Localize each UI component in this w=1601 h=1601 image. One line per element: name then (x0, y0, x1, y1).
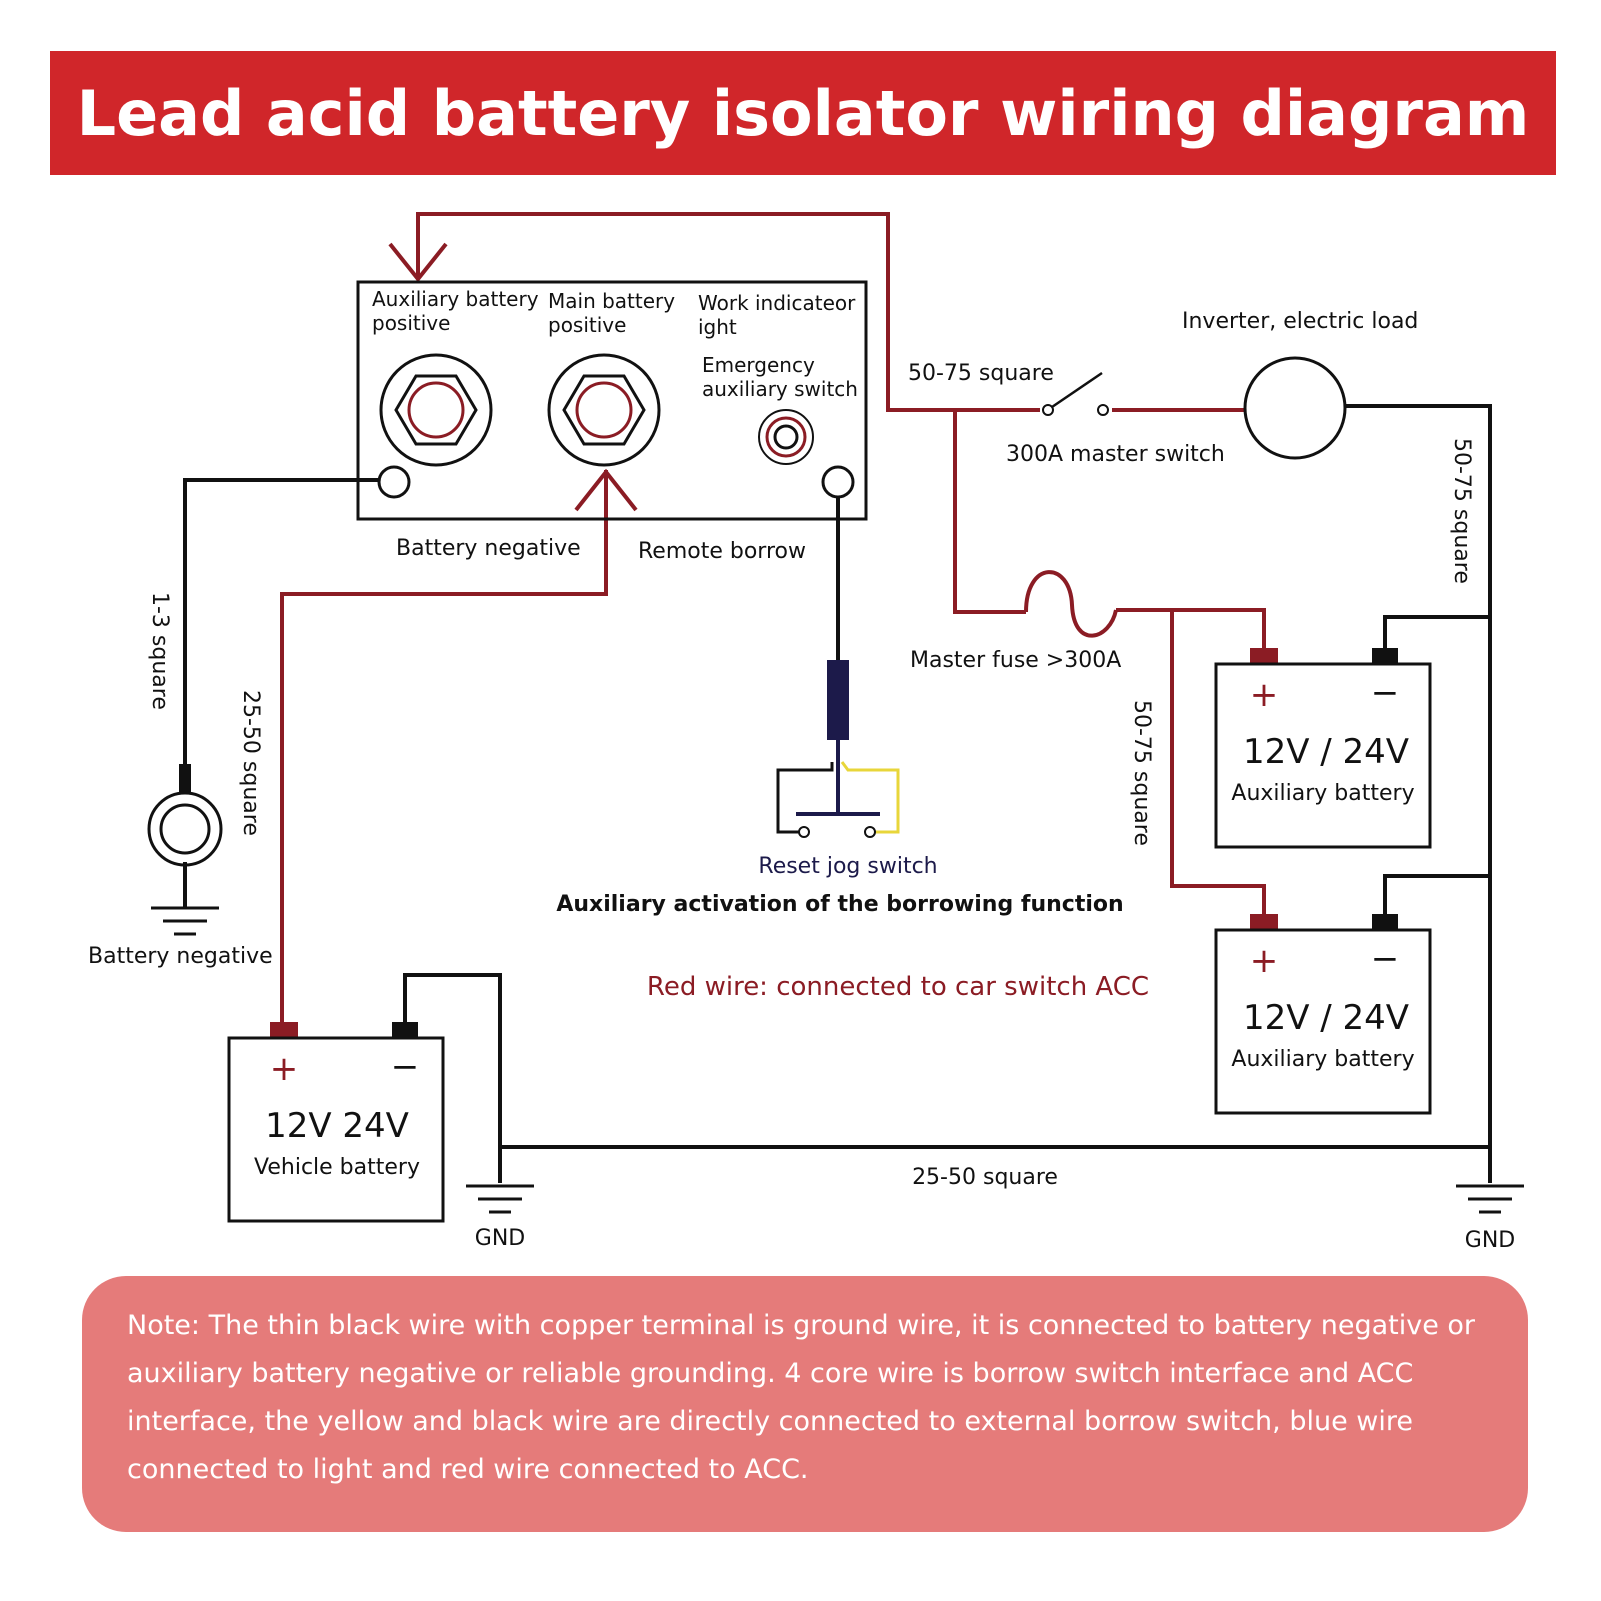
master-switch-lever (1051, 371, 1103, 409)
wire-bus-to-fuse (953, 410, 1026, 614)
master-fuse-label: Master fuse >300A (910, 648, 1121, 673)
aux1-battery-case (1214, 662, 1432, 849)
wire-size-label-left: 25-50 square (238, 690, 263, 836)
wire-size-label-right: 50-75 square (1449, 438, 1474, 584)
aux-positive-nut-icon (394, 374, 478, 446)
battery-negative-terminal-label: Battery negative (396, 536, 581, 561)
aux-positive-label-1: Auxiliary battery (372, 287, 539, 311)
emergency-switch-core-icon (773, 424, 799, 450)
title-banner: Lead acid battery isolator wiring diagra… (50, 51, 1556, 175)
work-indicator-label-1: Work indicateor (698, 291, 856, 315)
wire-fuse-to-aux2 (1170, 610, 1266, 916)
remote-borrow-terminal (821, 465, 855, 499)
auxiliary-battery-1: + − 12V / 24V Auxiliary battery (1214, 648, 1432, 849)
vehicle-voltage: 12V 24V (265, 1106, 409, 1146)
main-positive-label-1: Main battery (548, 289, 675, 313)
emergency-switch-label-2: auxiliary switch (702, 377, 858, 401)
gnd-right-label: GND (1465, 1228, 1515, 1253)
emergency-switch-ring-icon (765, 416, 807, 458)
aux2-plus-sign: + (1250, 941, 1279, 981)
battery-negative-terminal (377, 465, 411, 499)
main-positive-stud-icon (575, 381, 633, 439)
master-switch (1042, 371, 1109, 416)
main-positive-nut-icon (562, 374, 646, 446)
aux1-name: Auxiliary battery (1231, 781, 1414, 806)
master-switch-contact-left (1042, 404, 1054, 416)
vehicle-minus-sign: − (391, 1047, 420, 1087)
inverter-load-icon (1243, 356, 1347, 460)
emergency-switch-label-1: Emergency (702, 353, 815, 377)
wire-fuse-to-aux1 (1116, 608, 1266, 650)
vehicle-plus-sign: + (270, 1049, 299, 1089)
wire-size-label-mid: 50-75 square (1129, 700, 1154, 846)
emergency-switch-button-icon (758, 409, 814, 465)
aux2-battery-case (1214, 928, 1432, 1115)
gnd-left-label: GND (475, 1226, 525, 1251)
jog-switch-contact-right (864, 826, 876, 838)
wire-size-label-top: 50-75 square (908, 361, 1054, 386)
wire-vehicle-negative-to-gnd (403, 973, 502, 1183)
gnd-right-icon (1456, 1184, 1524, 1214)
master-switch-contact-right (1097, 404, 1109, 416)
wire-ground-terminal (183, 478, 394, 770)
aux2-minus-sign: − (1371, 939, 1400, 979)
black-wires (183, 404, 1492, 1183)
main-positive-label-2: positive (548, 313, 626, 337)
vehicle-positive-post (270, 1022, 298, 1038)
ground-electrode-inner-icon (159, 803, 211, 855)
aux1-negative-post (1372, 648, 1398, 664)
jog-switch-yellow-lead (840, 761, 900, 834)
aux2-voltage: 12V / 24V (1243, 998, 1409, 1038)
page-title: Lead acid battery isolator wiring diagra… (76, 76, 1530, 150)
work-indicator-label-2: ight (698, 315, 737, 339)
aux-positive-stud-icon (407, 381, 465, 439)
red-wires (280, 212, 1266, 1022)
remote-borrow-label: Remote borrow (638, 539, 806, 564)
aux1-plus-sign: + (1250, 675, 1279, 715)
ground-electrode (147, 764, 223, 936)
jog-switch-black-lead (776, 762, 834, 834)
aux1-positive-post (1250, 648, 1278, 664)
aux2-positive-post (1250, 914, 1278, 930)
vehicle-battery: + − 12V 24V Vehicle battery (227, 1022, 445, 1223)
wire-inverter-to-right-bus (1346, 404, 1492, 1147)
inverter-label: Inverter, electric load (1182, 309, 1418, 334)
main-positive-terminal (547, 353, 661, 467)
ground-battery-negative-label: Battery negative (88, 944, 273, 969)
master-fuse-symbol (1024, 570, 1118, 638)
ground-electrode-lug (179, 764, 191, 794)
aux-positive-label-2: positive (372, 311, 450, 335)
wire-size-label-ground: 1-3 square (147, 592, 172, 710)
aux1-voltage: 12V / 24V (1243, 732, 1409, 772)
auxiliary-battery-2: + − 12V / 24V Auxiliary battery (1214, 914, 1432, 1115)
wire-right-bus-to-aux1-negative (1383, 615, 1490, 650)
red-wire-acc-label: Red wire: connected to car switch ACC (647, 972, 1149, 1002)
master-switch-label: 300A master switch (1006, 442, 1225, 467)
jog-switch-contact-left (798, 826, 810, 838)
aux2-negative-post (1372, 914, 1398, 930)
arrow-main-positive (574, 468, 638, 512)
vehicle-name: Vehicle battery (254, 1155, 420, 1180)
aux1-minus-sign: − (1371, 673, 1400, 713)
wire-aux-positive-to-bus (416, 212, 1040, 412)
arrow-aux-positive (388, 242, 448, 283)
reset-jog-switch-label: Reset jog switch (758, 854, 937, 879)
aux-activation-label: Auxiliary activation of the borrowing fu… (556, 892, 1123, 917)
gnd-left-icon (466, 1184, 534, 1214)
aux2-name: Auxiliary battery (1231, 1047, 1414, 1072)
battery-isolator: Auxiliary battery positive Main battery … (356, 280, 868, 521)
isolator-housing (356, 280, 868, 521)
aux-positive-terminal (379, 353, 493, 467)
vehicle-negative-post (392, 1022, 418, 1038)
wire-main-positive-to-vehicle (280, 470, 608, 1022)
ground-electrode-outer-icon (147, 791, 223, 867)
wire-size-label-bottom: 25-50 square (912, 1165, 1058, 1190)
note-box: Note: The thin black wire with copper te… (82, 1276, 1528, 1532)
vehicle-battery-case (227, 1036, 445, 1223)
remote-connector-icon (827, 660, 849, 740)
wire-right-bus-to-aux2-negative (1383, 874, 1490, 916)
note-text: Note: The thin black wire with copper te… (127, 1310, 1476, 1485)
reset-jog-switch (776, 660, 900, 838)
